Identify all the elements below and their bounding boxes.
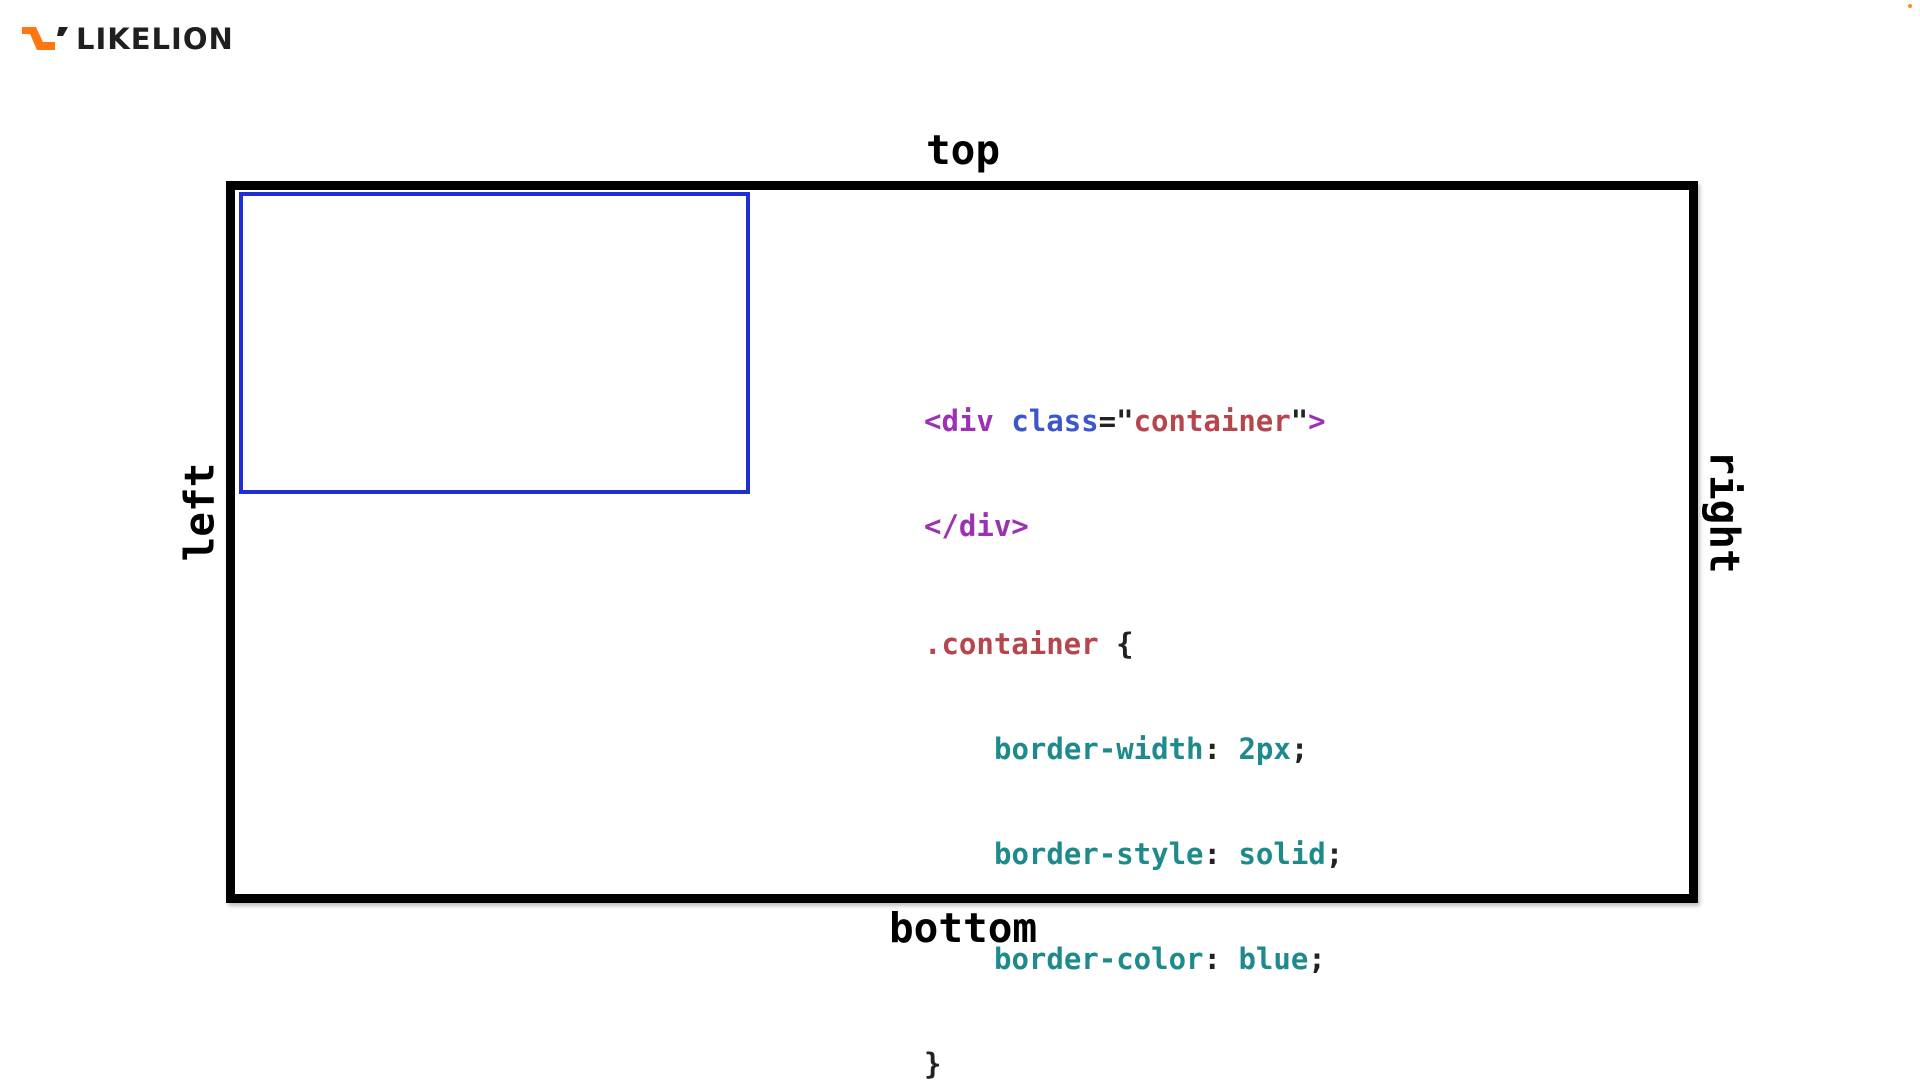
css-property: border-style bbox=[994, 837, 1204, 871]
css-code-line-selector: .container { bbox=[924, 627, 1343, 662]
html-equals: = bbox=[1098, 404, 1117, 438]
css-value: blue bbox=[1238, 942, 1309, 976]
html-attr-value: container bbox=[1133, 404, 1291, 438]
label-top: top bbox=[926, 126, 1001, 174]
css-property: border-color bbox=[994, 942, 1204, 976]
html-code-line-1: <div class="container"> bbox=[924, 404, 1326, 439]
label-bottom: bottom bbox=[889, 904, 1038, 952]
corner-dot bbox=[1908, 4, 1912, 8]
css-colon: : bbox=[1203, 732, 1221, 766]
css-selector: .container bbox=[924, 627, 1099, 661]
css-semicolon: ; bbox=[1290, 732, 1309, 766]
css-value: solid bbox=[1238, 837, 1326, 871]
html-code-line-2: </div> bbox=[924, 509, 1326, 544]
html-quote-open: " bbox=[1116, 404, 1134, 438]
css-semicolon: ; bbox=[1308, 942, 1326, 976]
html-open-tag: <div bbox=[924, 404, 994, 438]
css-colon: : bbox=[1203, 837, 1221, 871]
brand-logo-text: LIKELION bbox=[76, 21, 234, 56]
html-open-tag-end: > bbox=[1308, 404, 1326, 438]
brand-logo: LIKELION bbox=[22, 22, 234, 56]
css-declaration: border-width: 2px; bbox=[924, 732, 1343, 767]
css-semicolon: ; bbox=[1325, 837, 1344, 871]
likelion-logo-icon bbox=[22, 27, 68, 50]
label-right: right bbox=[1700, 450, 1749, 574]
css-property: border-width bbox=[994, 732, 1204, 766]
label-left: left bbox=[175, 462, 224, 562]
css-code-line-close: } bbox=[924, 1047, 1343, 1080]
css-declaration: border-style: solid; bbox=[924, 837, 1343, 872]
html-code-block: <div class="container"> </div> bbox=[924, 334, 1326, 579]
css-colon: : bbox=[1203, 942, 1221, 976]
outer-box bbox=[226, 181, 1698, 903]
html-attr-name: class bbox=[1011, 404, 1099, 438]
html-close-tag: </div> bbox=[924, 509, 1029, 543]
css-value: 2px bbox=[1238, 732, 1291, 766]
html-quote-close: " bbox=[1290, 404, 1309, 438]
container-box bbox=[239, 192, 750, 494]
css-declaration: border-color: blue; bbox=[924, 942, 1343, 977]
css-code-block: .container { border-width: 2px; border-s… bbox=[924, 557, 1343, 1080]
css-close-brace: } bbox=[924, 1047, 942, 1080]
css-open-brace: { bbox=[1116, 627, 1134, 661]
